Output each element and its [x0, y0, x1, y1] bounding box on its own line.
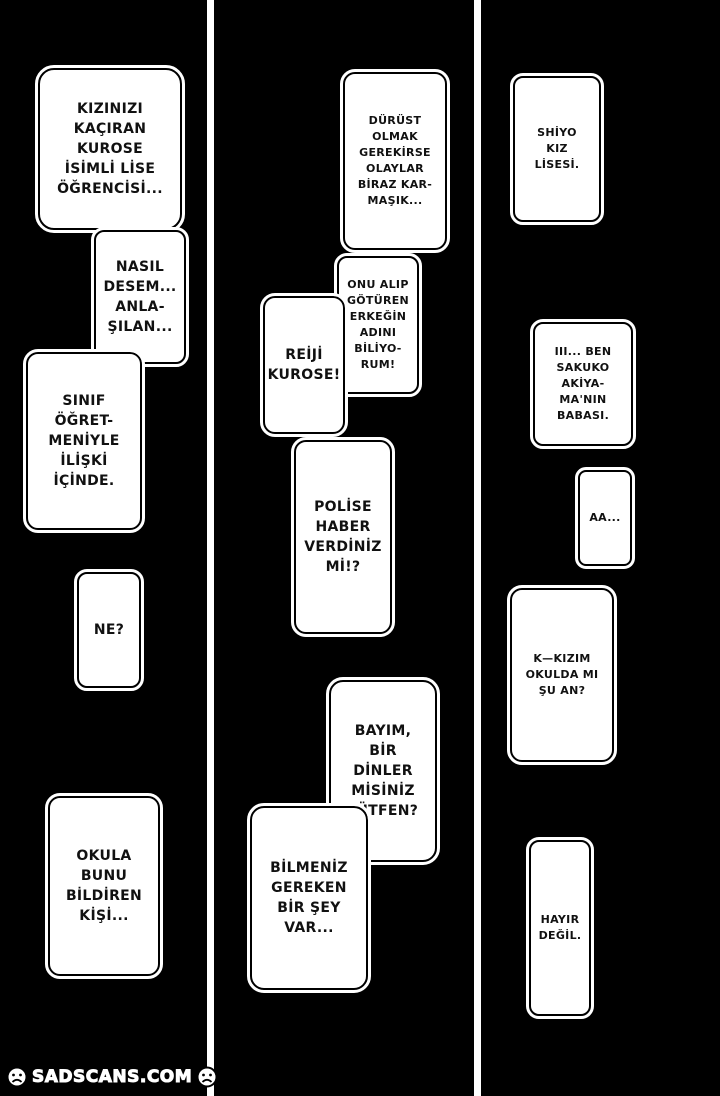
sad-face-icon — [6, 1066, 28, 1088]
speech-bubble-ben-sakuko: III... BEN SAKUKO AKİYA- MA'NIN BABASI. — [530, 319, 636, 449]
speech-bubble-hayir-degil: HAYIR DEĞİL. — [526, 837, 594, 1019]
speech-bubble-nasil-desem: NASIL DESEM... ANLA- ŞILAN... — [91, 227, 189, 367]
speech-bubble-shiyo-kiz-lisesi: SHİYO KIZ LİSESİ. — [510, 73, 604, 225]
speech-bubble-aa: AA... — [575, 467, 635, 569]
sad-face-icon — [196, 1066, 218, 1088]
speech-bubble-durust-olmak: DÜRÜST OLMAK GEREKİRSE OLAYLAR BİRAZ KAR… — [340, 69, 450, 253]
speech-bubble-onu-alip: ONU ALIP GÖTÜREN ERKEĞİN ADINI BİLİYO- R… — [334, 253, 422, 397]
watermark-text: SADSCANS.COM — [31, 1067, 193, 1088]
speech-bubble-polise-haber: POLİSE HABER VERDİNİZ Mİ!? — [291, 437, 395, 637]
speech-bubble-kizim-okulda: K—KIZIM OKULDA MI ŞU AN? — [507, 585, 617, 765]
speech-bubble-reiji-kurose: REİJİ KUROSE! — [260, 293, 348, 437]
watermark: SADSCANS.COM — [6, 1066, 218, 1088]
speech-bubble-kizinizi: KIZINIZI KAÇIRAN KUROSE İSİMLİ LİSE ÖĞRE… — [35, 65, 185, 233]
speech-bubble-okula-bunu: OKULA BUNU BİLDİREN KİŞİ... — [45, 793, 163, 979]
speech-bubble-bilmeniz-gereken: BİLMENİZ GEREKEN BİR ŞEY VAR... — [247, 803, 371, 993]
speech-bubble-ne: NE? — [74, 569, 144, 691]
speech-bubble-sinif-ogretmeniyle: SINIF ÖĞRET- MENİYLE İLİŞKİ İÇİNDE. — [23, 349, 145, 533]
